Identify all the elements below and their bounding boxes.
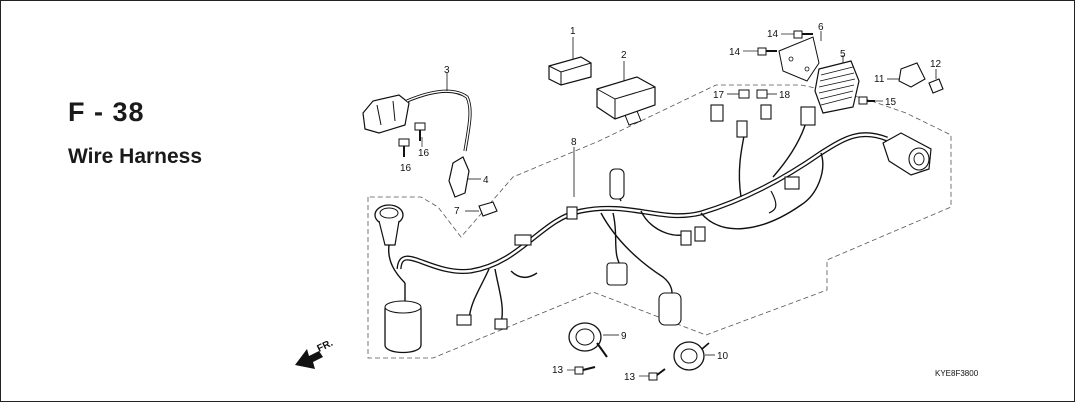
part-15-bolt: [858, 96, 883, 105]
part-2-control-unit: [596, 61, 656, 126]
callout-3: 3: [444, 65, 450, 76]
callout-4: 4: [483, 175, 489, 186]
callout-16b: 16: [400, 163, 412, 174]
callout-8: 8: [571, 137, 577, 148]
callout-15: 15: [885, 97, 897, 108]
part-16-bolts: [398, 122, 426, 157]
callout-1: 1: [570, 26, 576, 37]
part-5-regulator: [814, 55, 860, 114]
part-9-horn: [568, 322, 619, 358]
section-title: Wire Harness: [68, 145, 203, 168]
drawing-code: KYE8F3800: [935, 369, 979, 378]
assembly-outline: [367, 84, 952, 359]
part-13-bolts: [567, 366, 666, 381]
harness-right-connector: [882, 132, 932, 176]
callout-6: 6: [818, 22, 824, 33]
callout-11: 11: [874, 74, 885, 85]
part-18-fuse: [756, 89, 777, 99]
callout-16a: 16: [418, 148, 430, 159]
callout-9: 9: [621, 331, 627, 342]
wire-harness: [396, 104, 888, 330]
callout-13a: 13: [552, 365, 564, 376]
callout-13b: 13: [624, 372, 636, 383]
part-17-fuse: [727, 89, 750, 99]
callout-18: 18: [779, 90, 791, 101]
part-10-horn: [673, 341, 715, 371]
callout-5: 5: [840, 49, 846, 60]
callout-7: 7: [454, 206, 460, 217]
part-4-plug-cap: [448, 156, 481, 198]
part-3-ignition-coil: [362, 73, 472, 152]
callout-17: 17: [713, 90, 725, 101]
part-12-cap: [928, 69, 944, 94]
callout-2: 2: [621, 50, 627, 61]
callout-10: 10: [717, 351, 729, 362]
harness-left-connectors: [374, 204, 422, 354]
part-11-relay: [887, 62, 926, 88]
callout-14b: 14: [729, 47, 741, 58]
callout-12: 12: [930, 59, 942, 70]
section-code: F - 38: [68, 97, 145, 127]
front-direction-arrow: FR.: [295, 338, 335, 369]
callout-14a: 14: [767, 29, 779, 40]
front-direction-label: FR.: [315, 338, 334, 355]
part-7-connector: [465, 201, 498, 217]
part-14-screws: [743, 30, 813, 56]
part-1-relay-box: [548, 37, 592, 86]
part-6-bracket: [778, 31, 822, 82]
